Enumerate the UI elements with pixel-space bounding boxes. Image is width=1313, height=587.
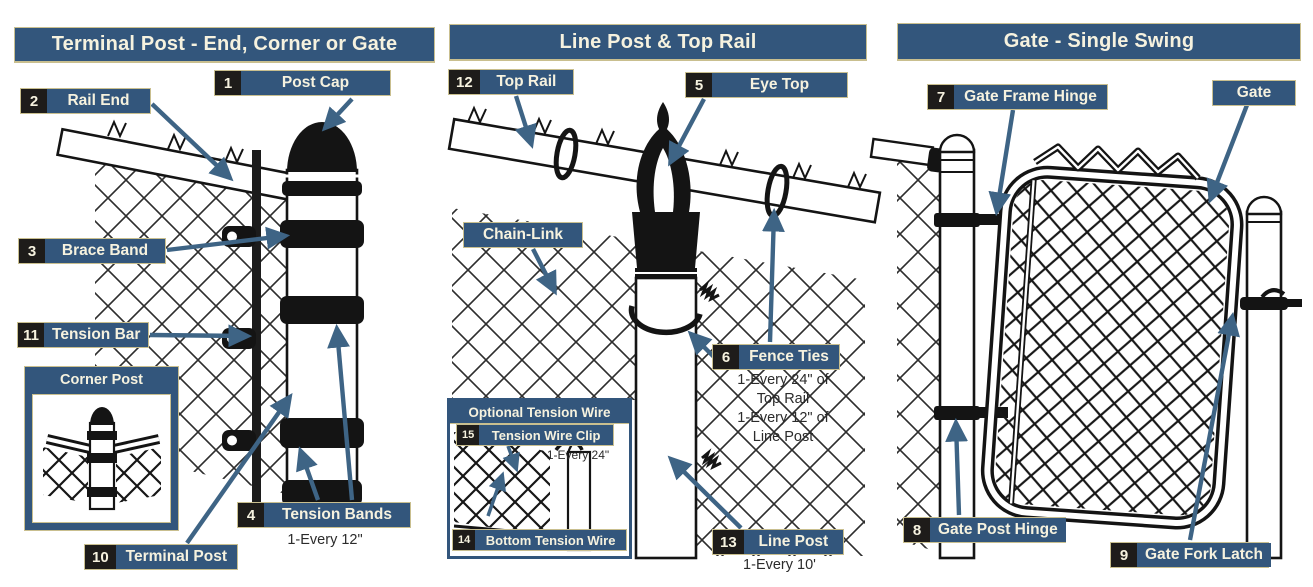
- panel-title-gate: Gate - Single Swing: [897, 23, 1301, 61]
- label-text: Brace Band: [45, 239, 165, 263]
- label-number: 6: [713, 345, 739, 369]
- label-text: Gate: [1213, 81, 1295, 105]
- chain-link-mesh: [897, 158, 952, 556]
- note-tension-wire-clip: 1-Every 24": [546, 448, 610, 462]
- label-fence-ties: 6 Fence Ties: [712, 344, 840, 370]
- note-tension-bands: 1-Every 12": [287, 532, 363, 548]
- label-number: 14: [453, 530, 476, 550]
- label-number: 1: [215, 71, 241, 95]
- label-text: Tension Wire Clip: [479, 425, 613, 445]
- label-text: Fence Ties: [739, 345, 839, 369]
- latch-post-art: [1240, 195, 1302, 560]
- label-terminal-post: 10 Terminal Post: [84, 544, 238, 570]
- label-gate-fork-latch: 9 Gate Fork Latch: [1110, 542, 1271, 568]
- label-number: 3: [19, 239, 45, 263]
- label-text: Post Cap: [241, 71, 390, 95]
- label-rail-end: 2 Rail End: [20, 88, 151, 114]
- label-text: Top Rail: [479, 70, 573, 94]
- tension-bar: [252, 150, 261, 504]
- label-post-cap: 1 Post Cap: [214, 70, 391, 96]
- label-eye-top: 5 Eye Top: [685, 72, 848, 98]
- gate-fork-latch-art: [1240, 288, 1302, 310]
- label-tension-wire-clip: 15 Tension Wire Clip: [456, 424, 614, 446]
- gate-frame-art: [980, 165, 1244, 530]
- label-number: 2: [21, 89, 47, 113]
- label-number: 4: [238, 503, 264, 527]
- note-fence-ties: 1-Every 24" of Top Rail 1-Every 12" of L…: [737, 372, 829, 445]
- line-post-drawing: [447, 95, 882, 560]
- side-rail: [869, 137, 935, 167]
- label-tension-bar: 11 Tension Bar: [17, 322, 149, 348]
- label-gate-frame-hinge: 7 Gate Frame Hinge: [927, 84, 1108, 110]
- hinge-arm: [974, 214, 1008, 225]
- label-text: Terminal Post: [115, 545, 237, 569]
- label-number: 9: [1111, 543, 1137, 567]
- label-text: Bottom Tension Wire: [475, 530, 626, 550]
- panel-title-terminal-post: Terminal Post - End, Corner or Gate: [14, 27, 435, 63]
- note-line-post: 1-Every 10': [743, 557, 816, 573]
- gate-post-hinge-band: [934, 213, 980, 227]
- label-text: Gate Post Hinge: [930, 518, 1066, 542]
- line-post-art: [628, 102, 703, 560]
- corner-post-art: [32, 394, 171, 523]
- label-text: Eye Top: [712, 73, 847, 97]
- label-number: 8: [904, 518, 930, 542]
- label-text: Gate Frame Hinge: [954, 85, 1107, 109]
- fence-tie-post: [628, 305, 703, 336]
- label-text: Tension Bar: [44, 323, 149, 347]
- label-number: 11: [18, 323, 44, 347]
- gate-truss-wire: [1033, 143, 1201, 181]
- label-gate-post-hinge: 8 Gate Post Hinge: [903, 517, 1066, 543]
- fence-tie-rail: [553, 127, 579, 181]
- wire-twists: [699, 280, 722, 471]
- label-number: 13: [713, 530, 744, 554]
- label-number: 15: [457, 425, 480, 445]
- label-text: Line Post: [743, 530, 843, 554]
- gate-post-hinge-band: [934, 406, 980, 420]
- label-line-post: 13 Line Post: [712, 529, 844, 555]
- eye-top-collar: [632, 212, 700, 268]
- label-text: Chain-Link: [464, 223, 582, 247]
- panel-title-line-post: Line Post & Top Rail: [449, 24, 867, 61]
- callout-arrows-terminal: [149, 97, 355, 545]
- corner-post-inset: Corner Post: [24, 366, 179, 531]
- label-brace-band: 3 Brace Band: [18, 238, 166, 264]
- barb-twists: [107, 119, 244, 165]
- optional-tension-wire-title: Optional Tension Wire: [450, 401, 629, 424]
- callout-arrows-linepost: [513, 95, 785, 530]
- label-chain-link: Chain-Link: [463, 222, 583, 248]
- label-tension-bands: 4 Tension Bands: [237, 502, 411, 528]
- barb-twists: [467, 105, 867, 190]
- label-text: Gate Fork Latch: [1137, 543, 1271, 567]
- label-bottom-tension-wire: 14 Bottom Tension Wire: [452, 529, 627, 551]
- label-text: Rail End: [47, 89, 150, 113]
- label-gate: Gate: [1212, 80, 1296, 106]
- eye-top-tip: [657, 102, 669, 135]
- callout-arrows-gate: [945, 104, 1250, 541]
- label-top-rail: 12 Top Rail: [448, 69, 574, 95]
- label-number: 12: [449, 70, 480, 94]
- corner-post-title: Corner Post: [60, 372, 143, 388]
- label-number: 7: [928, 85, 954, 109]
- label-text: Tension Bands: [264, 503, 410, 527]
- label-number: 5: [686, 73, 712, 97]
- label-number: 10: [85, 545, 116, 569]
- terminal-post-art: [280, 122, 364, 514]
- gate-drawing: [869, 104, 1302, 560]
